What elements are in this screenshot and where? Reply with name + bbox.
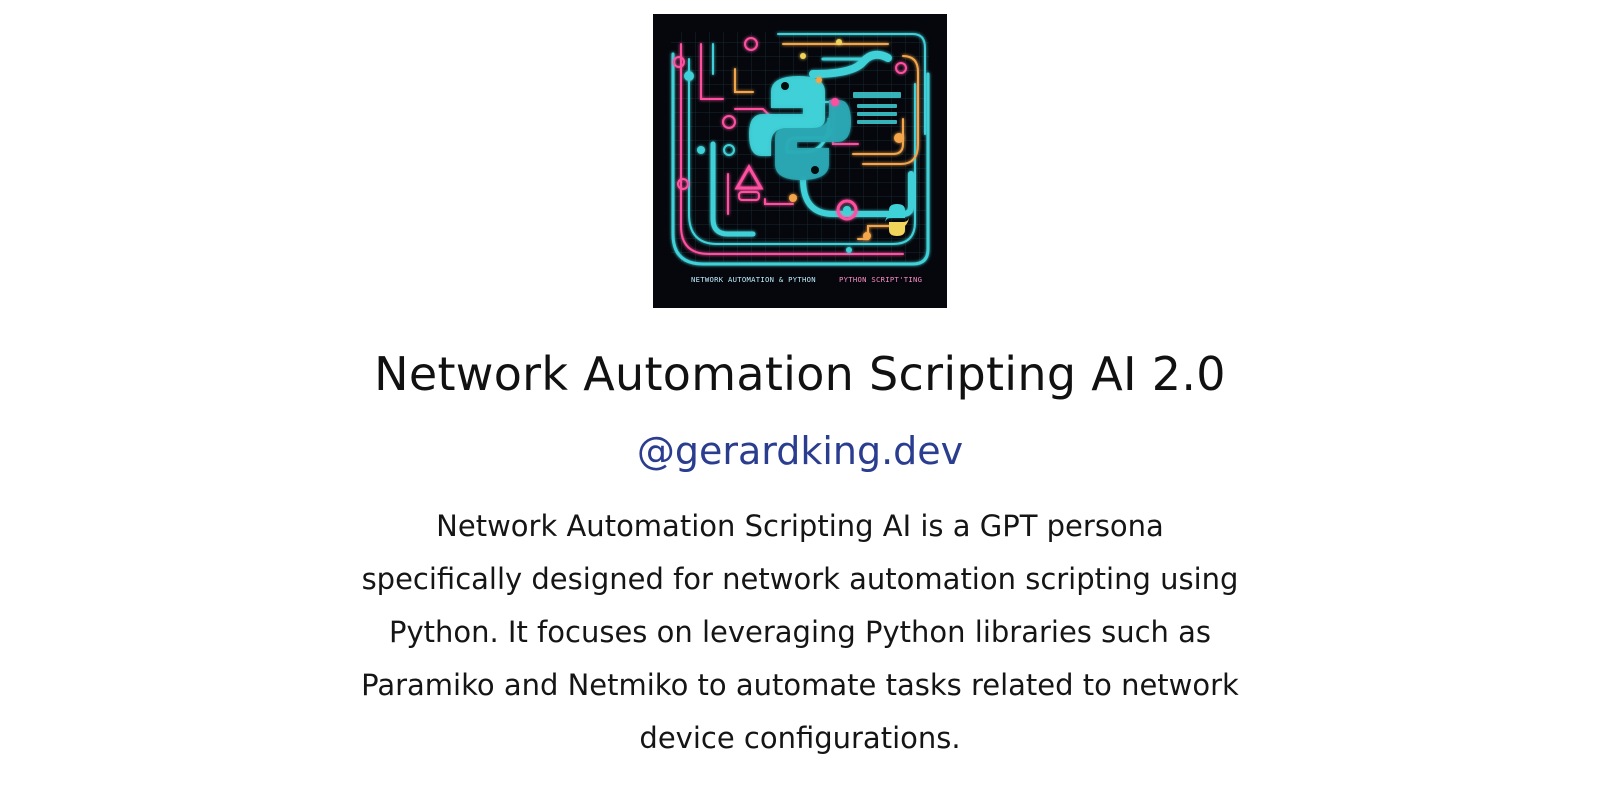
- profile-description: Network Automation Scripting AI is a GPT…: [361, 509, 1239, 755]
- page-title: Network Automation Scripting AI 2.0: [374, 347, 1226, 401]
- logo-caption-left: NETWORK AUTOMATION & PYTHON: [691, 275, 816, 284]
- author-handle-link[interactable]: @gerardking.dev: [636, 429, 964, 473]
- network-automation-python-logo-icon: NETWORK AUTOMATION & PYTHON PYTHON SCRIP…: [653, 14, 947, 308]
- profile-avatar: NETWORK AUTOMATION & PYTHON PYTHON SCRIP…: [653, 14, 947, 308]
- logo-caption-right: PYTHON SCRIPT'TING: [839, 275, 922, 284]
